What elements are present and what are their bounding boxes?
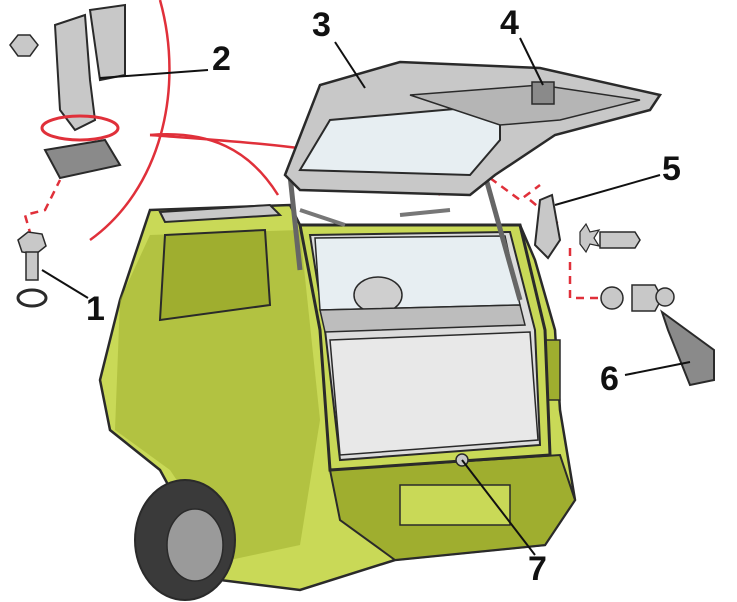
bolt-detail: [16, 231, 48, 308]
roof-rail: [158, 203, 283, 224]
callout-1: 1: [86, 290, 105, 328]
leader-6: [624, 361, 691, 376]
license-recess: [399, 484, 511, 526]
hinge-highlight-ring: [40, 114, 120, 142]
ball-stud-washer: [600, 286, 624, 310]
tailgate-inner-trim: [409, 84, 641, 126]
callout-6: 6: [600, 360, 619, 398]
leader-3: [334, 41, 366, 89]
gas-struts: [287, 174, 523, 301]
rear-wheel-hub: [166, 508, 224, 582]
hinge-plate-lower: [88, 3, 126, 82]
leader-5: [554, 174, 661, 206]
mount-bolt: [599, 231, 641, 249]
callout-2: 2: [212, 40, 231, 78]
left-strut: [287, 174, 303, 271]
parcel-shelf: [319, 304, 526, 333]
trunk-floor: [329, 331, 539, 456]
mount-bracket: [533, 193, 562, 260]
ball-stud: [631, 284, 663, 312]
left-hinge-spring: [299, 208, 346, 227]
hinge-base: [43, 138, 122, 180]
bolt-shank: [25, 251, 39, 281]
callout-5: 5: [662, 150, 681, 188]
strut-ball: [655, 287, 675, 307]
trunk-opening: [298, 223, 552, 472]
callout-7: 7: [528, 550, 547, 588]
callout-leaders: [41, 37, 691, 556]
bolt-head: [17, 231, 47, 255]
leader-2: [99, 69, 209, 79]
red-arrow-to-left-hinge: [149, 133, 280, 196]
hinge-plate-upper: [53, 13, 97, 132]
tailgate-lid: [283, 60, 663, 197]
callout-3: 3: [312, 6, 331, 44]
rear-glass-interior: [314, 235, 521, 311]
callout-4: 4: [500, 4, 519, 42]
hinge-nut: [9, 34, 39, 57]
star-washer: [579, 222, 601, 254]
side-window: [158, 228, 272, 322]
tailgate-lock-latch: [531, 81, 555, 105]
strut-mount-detail: [533, 193, 715, 387]
lock-washer: [16, 288, 48, 308]
leader-7: [461, 459, 536, 556]
detached-gas-strut: [660, 309, 715, 387]
hinge-detail: [9, 3, 126, 180]
right-hinge-spring: [399, 208, 451, 217]
leader-1: [41, 269, 89, 299]
leader-4: [519, 37, 544, 86]
right-strut: [482, 174, 523, 301]
